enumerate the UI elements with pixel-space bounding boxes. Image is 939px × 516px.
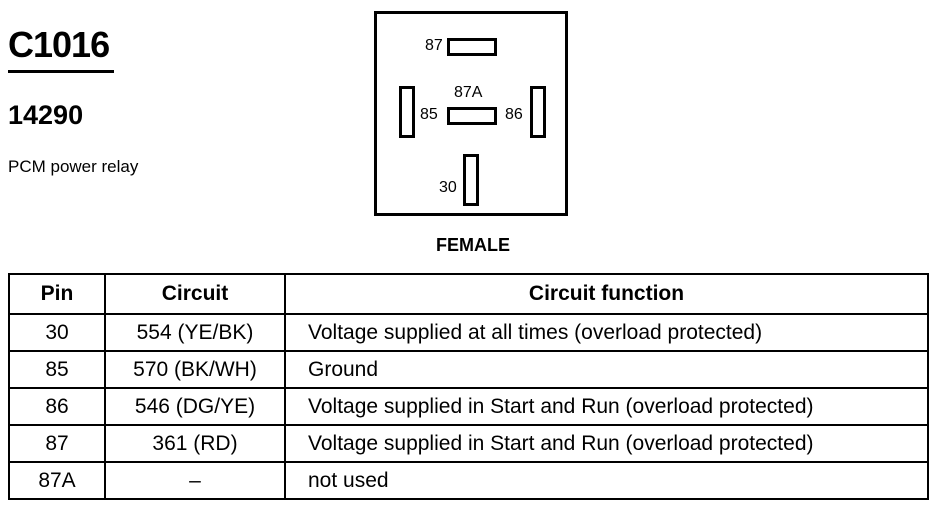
pin-label-87: 87 — [425, 37, 443, 54]
circuit-cell: 361 (RD) — [104, 424, 286, 463]
circuit-cell: 546 (DG/YE) — [104, 387, 286, 426]
function-cell: Voltage supplied in Start and Run (overl… — [284, 424, 929, 463]
pin-table: Pin Circuit Circuit function 30 554 (YE/… — [8, 273, 929, 500]
pin-87-terminal — [447, 38, 497, 56]
circuit-cell: – — [104, 461, 286, 500]
function-cell: Voltage supplied in Start and Run (overl… — [284, 387, 929, 426]
column-header-function: Circuit function — [284, 273, 929, 315]
pin-cell: 87 — [8, 424, 106, 463]
pin-87a-terminal — [447, 107, 497, 125]
circuit-cell: 554 (YE/BK) — [104, 313, 286, 352]
pin-cell: 86 — [8, 387, 106, 426]
pin-label-30: 30 — [439, 179, 457, 196]
pin-label-86: 86 — [505, 106, 523, 123]
circuit-cell: 570 (BK/WH) — [104, 350, 286, 389]
table-row: 86 546 (DG/YE) Voltage supplied in Start… — [8, 387, 929, 426]
pin-85-terminal — [399, 86, 415, 138]
table-row: 87A – not used — [8, 461, 929, 500]
pin-label-85: 85 — [420, 106, 438, 123]
function-cell: Ground — [284, 350, 929, 389]
connector-face-label: FEMALE — [436, 235, 510, 255]
pin-30-terminal — [463, 154, 479, 206]
table-row: 30 554 (YE/BK) Voltage supplied at all t… — [8, 313, 929, 352]
pin-cell: 87A — [8, 461, 106, 500]
pin-cell: 30 — [8, 313, 106, 352]
connector-id-underline — [8, 70, 114, 73]
table-header-row: Pin Circuit Circuit function — [8, 273, 929, 315]
pin-cell: 85 — [8, 350, 106, 389]
function-cell: not used — [284, 461, 929, 500]
connector-id: C1016 — [8, 24, 110, 65]
pin-86-terminal — [530, 86, 546, 138]
connector-face-diagram: 87 87A 85 86 30 — [374, 11, 568, 216]
connector-description: PCM power relay — [8, 157, 139, 176]
pin-label-87a: 87A — [454, 84, 483, 101]
part-number: 14290 — [8, 100, 84, 130]
column-header-pin: Pin — [8, 273, 106, 315]
table-row: 87 361 (RD) Voltage supplied in Start an… — [8, 424, 929, 463]
function-cell: Voltage supplied at all times (overload … — [284, 313, 929, 352]
column-header-circuit: Circuit — [104, 273, 286, 315]
table-row: 85 570 (BK/WH) Ground — [8, 350, 929, 389]
